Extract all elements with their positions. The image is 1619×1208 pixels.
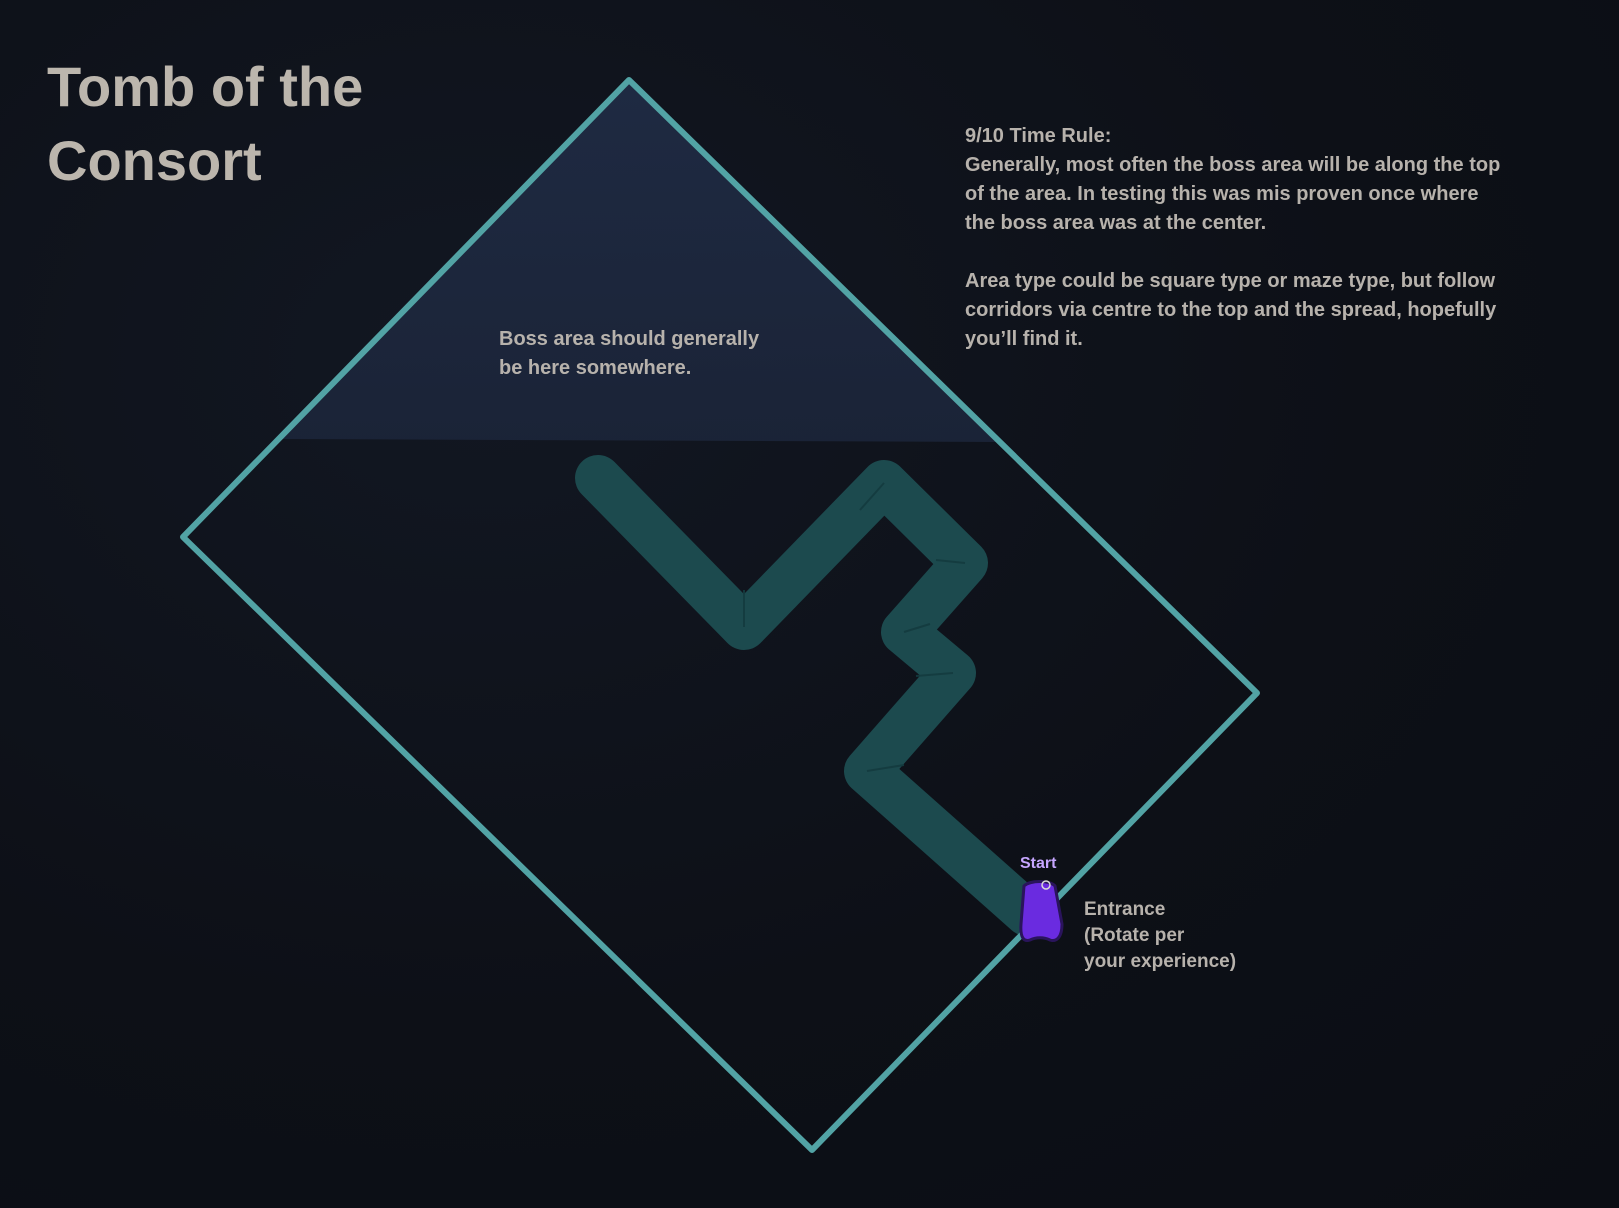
time-rule-line: Generally, most often the boss area will…	[965, 154, 1501, 176]
boss-area-label-line-2: be here somewhere.	[499, 357, 692, 379]
boss-area-label-line-1: Boss area should generally	[499, 328, 760, 350]
boss-area-label: Boss area should generally be here somew…	[499, 325, 819, 383]
entrance-label: Entrance (Rotate per your experience)	[1084, 897, 1284, 975]
time-rule-heading: 9/10 Time Rule:	[965, 125, 1112, 147]
corridor-outline	[743, 482, 966, 772]
start-label: Start	[1020, 855, 1057, 872]
page-title: Tomb of the Consort	[47, 50, 467, 198]
entrance-label-line-3: your experience)	[1084, 951, 1237, 972]
boss-area-zone	[281, 80, 1001, 442]
title-line-1: Tomb of the	[47, 55, 364, 118]
time-rule-note: 9/10 Time Rule: Generally, most often th…	[965, 122, 1585, 354]
entrance-label-line-2: (Rotate per	[1084, 925, 1185, 946]
area-type-line: corridors via centre to the top and the …	[965, 299, 1497, 321]
corridor-path	[575, 455, 1050, 936]
player-marker-icon	[1019, 880, 1064, 942]
entrance-label-line-1: Entrance	[1084, 899, 1166, 920]
title-line-2: Consort	[47, 129, 262, 192]
time-rule-line: the boss area was at the center.	[965, 212, 1267, 234]
area-type-line: you’ll find it.	[965, 328, 1083, 350]
area-type-line: Area type could be square type or maze t…	[965, 270, 1496, 292]
map-boundary	[180, 77, 1260, 1153]
time-rule-line: of the area. In testing this was mis pro…	[965, 183, 1479, 205]
